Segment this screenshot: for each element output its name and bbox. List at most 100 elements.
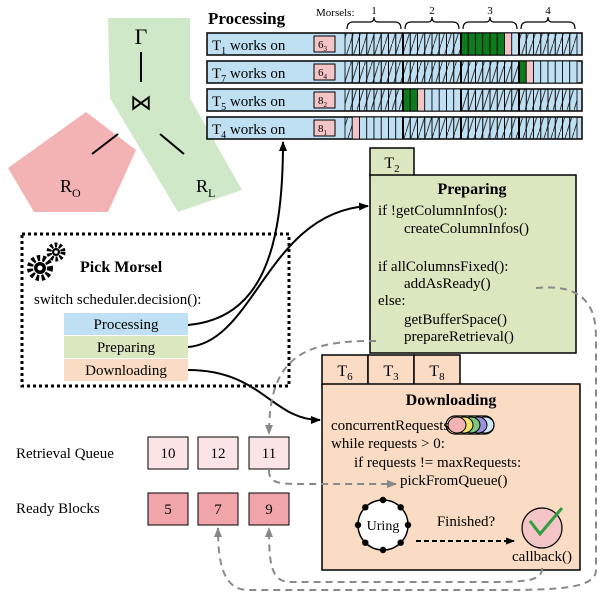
query-plan: Γ ⋈ RO RL xyxy=(8,18,242,212)
downloading-title: Downloading xyxy=(406,392,497,409)
morsel-cell xyxy=(460,116,469,140)
option-downloading-bg xyxy=(64,359,188,381)
retrieval-item-1: 10 xyxy=(161,446,176,462)
morsel-cell xyxy=(504,32,513,56)
morsel-cell xyxy=(380,116,389,140)
morsel-cell xyxy=(388,32,397,56)
morsel-cell xyxy=(489,32,498,56)
preparing-line-7: prepareRetrieval() xyxy=(404,329,514,345)
processing-row-label: T5 works on xyxy=(212,94,286,113)
downloading-tab-3-label: T8 xyxy=(429,363,445,383)
morsel-cell xyxy=(518,60,527,84)
morsel-cell xyxy=(482,32,491,56)
retrieval-item-box-2 xyxy=(197,436,239,470)
morsel-brace xyxy=(520,16,576,30)
morsel-cell xyxy=(482,116,491,140)
processing-title: Processing xyxy=(208,9,286,28)
preparing-title: Preparing xyxy=(437,181,506,198)
morsel-cell xyxy=(438,32,447,56)
morsel-cell xyxy=(525,88,534,112)
arrow-pick-to-downloading xyxy=(187,369,321,424)
arrow-pick-to-preparing xyxy=(187,202,369,348)
preparing-line-4: addAsReady() xyxy=(404,276,491,292)
dashed-arrows xyxy=(214,286,597,591)
morsel-cell xyxy=(373,116,382,140)
morsel-cell xyxy=(438,88,447,112)
morsel-cell xyxy=(380,60,389,84)
morsel-cell xyxy=(388,60,397,84)
morsel-cell xyxy=(562,88,571,112)
morsel-cell xyxy=(402,116,411,140)
morsel-cell xyxy=(373,60,382,84)
morsel-cell xyxy=(453,32,462,56)
morsel-tag-label: 63 xyxy=(318,39,328,53)
plan-edge-right xyxy=(159,133,185,155)
morsel-cell xyxy=(518,88,527,112)
morsel-cell xyxy=(359,88,368,112)
downloading-tab-3 xyxy=(413,354,461,386)
arrow-prepare-to-retrieval xyxy=(265,339,377,435)
morsel-cell xyxy=(373,88,382,112)
morsel-cell xyxy=(351,32,360,56)
morsel-cell xyxy=(380,32,389,56)
ready-blocks-label: Ready Blocks xyxy=(16,501,100,517)
morsel-cell xyxy=(431,116,440,140)
morsel-tag xyxy=(313,63,336,81)
preparing-tab-label: T2 xyxy=(384,155,399,175)
retrieval-item-box-3 xyxy=(248,436,290,470)
processing-row-label: T7 works on xyxy=(212,66,286,85)
morsel-cell xyxy=(540,32,549,56)
morsel-cell xyxy=(380,88,389,112)
morsel-cell xyxy=(489,60,498,84)
arrow-retrieval-to-pickfromqueue xyxy=(268,469,397,488)
morsel-cell xyxy=(344,32,353,56)
morsel-cell xyxy=(511,32,520,56)
morsel-cell xyxy=(533,60,542,84)
morsel-cell xyxy=(569,32,578,56)
morsel-cell xyxy=(533,116,542,140)
preparing-line-3: if allColumnsFixed(): xyxy=(378,259,508,275)
morsel-cell xyxy=(453,88,462,112)
morsel-cell xyxy=(525,116,534,140)
plan-edge-left xyxy=(91,133,119,155)
morsel-cell xyxy=(431,88,440,112)
option-downloading: Downloading xyxy=(85,363,167,379)
morsel-cell xyxy=(540,116,549,140)
morsel-cell xyxy=(351,116,360,140)
morsel-cell xyxy=(446,60,455,84)
morsel-cell xyxy=(511,116,520,140)
finished-label: Finished? xyxy=(437,514,496,530)
arrow-addasready-to-ready xyxy=(214,286,597,591)
morsel-cell xyxy=(366,116,375,140)
preparing-box xyxy=(369,174,577,354)
ready-item-2: 7 xyxy=(214,502,222,518)
morsel-cell xyxy=(504,88,513,112)
morsel-cell xyxy=(453,116,462,140)
morsel-cell xyxy=(395,88,404,112)
uring-label: Uring xyxy=(367,519,400,534)
morsel-cell xyxy=(569,116,578,140)
downloading-tab-2-label: T3 xyxy=(383,363,399,383)
morsel-cell xyxy=(424,60,433,84)
morsel-cell xyxy=(489,88,498,112)
morsel-cell xyxy=(475,116,484,140)
morsel-cell xyxy=(562,32,571,56)
morsel-cell xyxy=(525,32,534,56)
ready-item-box-2 xyxy=(197,492,239,526)
retrieval-item-2: 12 xyxy=(211,446,226,462)
morsel-cell xyxy=(504,116,513,140)
switch-statement: switch scheduler.decision(): xyxy=(34,292,201,308)
option-processing: Processing xyxy=(94,317,159,333)
morsel-cell xyxy=(467,60,476,84)
morsel-cell xyxy=(344,60,353,84)
morsel-cell xyxy=(409,88,418,112)
ready-item-box-1 xyxy=(147,492,189,526)
morsel-cell xyxy=(431,60,440,84)
morsel-cell xyxy=(554,88,563,112)
morsel-cell xyxy=(547,60,556,84)
